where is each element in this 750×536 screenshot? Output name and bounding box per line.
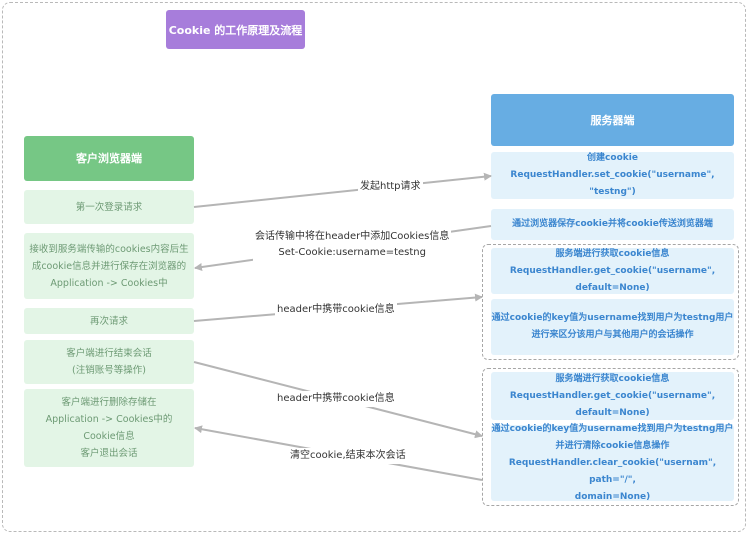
label-http-request: 发起http请求 xyxy=(358,179,423,195)
server-step-send-cookie: 通过浏览器保存cookie并将cookie传送浏览器端 xyxy=(491,209,734,240)
client-step-save-cookie: 接收到服务端传输的cookies内容后生 成cookie信息并进行保存在浏览器的… xyxy=(24,233,194,299)
label-header-cookie-2: header中携带cookie信息 xyxy=(275,391,397,407)
client-step-end-session: 客户端进行结束会话 (注销账号等操作) xyxy=(24,340,194,384)
arrow-http-request xyxy=(193,172,492,208)
client-step-first-login: 第一次登录请求 xyxy=(24,190,194,224)
server-step-identify-user: 通过cookie的key值为username找到用户为testng用户 进行来区… xyxy=(491,299,734,355)
server-step-get-cookie-1: 服务端进行获取cookie信息 RequestHandler.get_cooki… xyxy=(491,248,734,294)
diagram-title: Cookie 的工作原理及流程 xyxy=(166,10,305,49)
label-clear-cookie: 清空cookie,结束本次会话 xyxy=(288,448,408,464)
client-step-request-again: 再次请求 xyxy=(24,308,194,334)
label-header-cookie-1: header中携带cookie信息 xyxy=(275,302,397,318)
client-step-delete-cookie: 客户端进行删除存储在 Application -> Cookies中的 Cook… xyxy=(24,389,194,467)
server-step-clear-cookie: 通过cookie的key值为username找到用户为testng用户 并进行清… xyxy=(491,423,734,502)
server-step-create-cookie: 创建cookie RequestHandler.set_cookie("user… xyxy=(491,152,734,199)
server-step-get-cookie-2: 服务端进行获取cookie信息 RequestHandler.get_cooki… xyxy=(491,372,734,420)
client-header: 客户浏览器端 xyxy=(24,136,194,181)
server-group-request-again xyxy=(482,244,739,360)
label-set-cookie: 会话传输中将在header中添加Cookies信息 Set-Cookie:use… xyxy=(253,229,452,261)
server-header: 服务器端 xyxy=(491,94,734,146)
